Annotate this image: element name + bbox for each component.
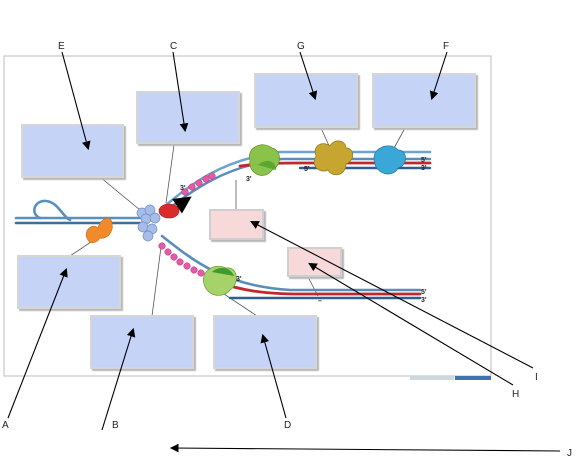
answer-box-a[interactable] [17,255,121,309]
ligase-shape [313,140,354,176]
end-label: 5' [421,157,427,164]
answer-box-b[interactable] [90,315,194,369]
ssb-protein-shape [85,217,113,244]
label-e: E [58,41,65,52]
frame-corner-bar-gray [410,376,454,380]
arrow-c [172,51,189,133]
label-b: B [112,420,119,431]
polymerase-leading-shape [249,144,280,176]
answer-box-c[interactable] [136,91,240,144]
answer-box-f[interactable] [372,73,476,128]
answer-box-e[interactable] [21,124,124,178]
label-c: C [170,41,177,52]
frame-corner-bar-blue [455,376,491,380]
arrow-d [260,333,287,419]
polymerase-lagging-shape [202,265,237,296]
answer-box-g[interactable] [254,73,358,128]
arrow-e [61,51,91,151]
arrow-b [101,327,136,431]
label-f: F [443,41,449,52]
end-label: 3' [421,165,427,172]
label-a: A [2,420,9,431]
helicase-shape [136,204,161,242]
end-label: 3' [421,297,427,304]
arrow-i [250,220,534,369]
end-label: – [318,298,322,305]
parental-dna [14,199,142,225]
primase-shape [158,203,180,219]
supercoil-loop [33,199,72,222]
arrow-h [308,262,514,386]
arrow-f [429,51,448,101]
label-g: G [297,41,305,52]
answer-box-i[interactable] [209,209,264,240]
topoisomerase-shape [373,145,406,175]
arrow-j [169,443,561,453]
label-i: I [535,372,538,383]
label-arrows [7,51,561,453]
answer-box-h[interactable] [287,247,342,277]
primase-arrow [172,196,192,214]
end-label: 3' [180,185,186,192]
label-j: J [567,448,572,459]
arrow-g [299,51,318,101]
end-label: 3' [246,176,252,183]
arrow-a [7,267,68,419]
answer-boxes[interactable] [17,73,476,369]
label-d: D [284,420,291,431]
end-label: 5' [421,289,427,296]
end-label: 3' [236,276,242,283]
end-label: 5' [304,166,310,173]
label-h: H [512,389,519,400]
